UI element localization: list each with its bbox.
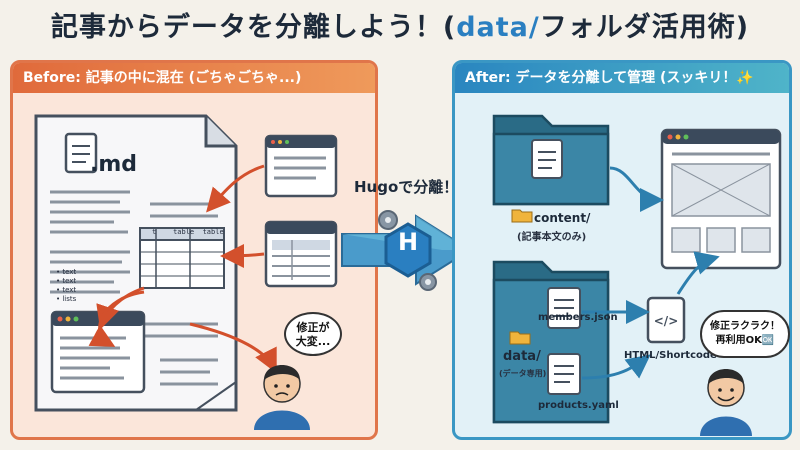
center-caption: Hugoで分離！ xyxy=(354,178,459,196)
title-highlight: data/ xyxy=(456,12,540,43)
hugo-logo-icon xyxy=(384,222,432,278)
content-folder-icon xyxy=(492,114,610,206)
hugo-logo-letter: H xyxy=(397,228,419,256)
flow-arrows xyxy=(581,166,720,380)
list-item: • text xyxy=(56,268,77,276)
products-yaml-file-icon xyxy=(547,353,581,395)
data-folder-label: data/ xyxy=(503,349,541,364)
after-illustration xyxy=(492,114,782,436)
rendered-page-window xyxy=(660,128,782,270)
before-panel-header: Before: 記事の中に混在 (ごちゃごちゃ...) xyxy=(13,63,375,93)
list-item: • lists xyxy=(56,295,77,303)
content-folder-sublabel: (記事本文のみ) xyxy=(517,232,587,243)
data-folder-sublabel: (データ専用) xyxy=(499,369,547,378)
text-list: • text • text • text • lists xyxy=(56,268,76,304)
after-panel-header: After: データを分離して管理 (スッキリ！✨ xyxy=(455,63,789,93)
table-header-row: t table table xyxy=(152,228,224,236)
list-item: • text xyxy=(56,286,77,294)
table-header-2: table xyxy=(173,228,195,236)
members-json-label: members.json xyxy=(538,312,618,323)
worried-person-icon xyxy=(254,365,310,430)
small-folder-icon xyxy=(509,209,533,345)
table-header-1: t xyxy=(152,228,157,236)
html-shortcode-label: HTML/Shortcode xyxy=(624,350,717,361)
document-text-lines xyxy=(50,190,218,386)
table-header-3: table xyxy=(202,228,224,236)
file-icon xyxy=(64,132,98,174)
members-json-file-icon xyxy=(547,287,581,329)
happy-speech-bubble: 修正ラクラク！ 再利用OK🆗 xyxy=(700,310,790,358)
floating-window-top xyxy=(264,134,338,198)
code-glyph: </> xyxy=(653,314,679,328)
before-illustration xyxy=(34,114,338,430)
list-item: • text xyxy=(56,277,77,285)
markdown-file-label: .md xyxy=(90,152,138,177)
page-title: 記事からデータを分離しよう！(data/フォルダ活用術) xyxy=(50,12,750,43)
embedded-table xyxy=(139,227,225,289)
products-yaml-label: products.yaml xyxy=(538,400,619,411)
embedded-html-window xyxy=(50,310,146,394)
happy-person-icon xyxy=(700,369,752,436)
messy-arrows xyxy=(88,164,277,374)
hugo-process-graphic xyxy=(341,210,472,291)
worry-speech-bubble: 修正が 大変... xyxy=(284,312,342,356)
content-folder-label: content/ xyxy=(534,211,591,225)
gear-icon xyxy=(378,210,437,291)
floating-table-window xyxy=(264,220,338,288)
